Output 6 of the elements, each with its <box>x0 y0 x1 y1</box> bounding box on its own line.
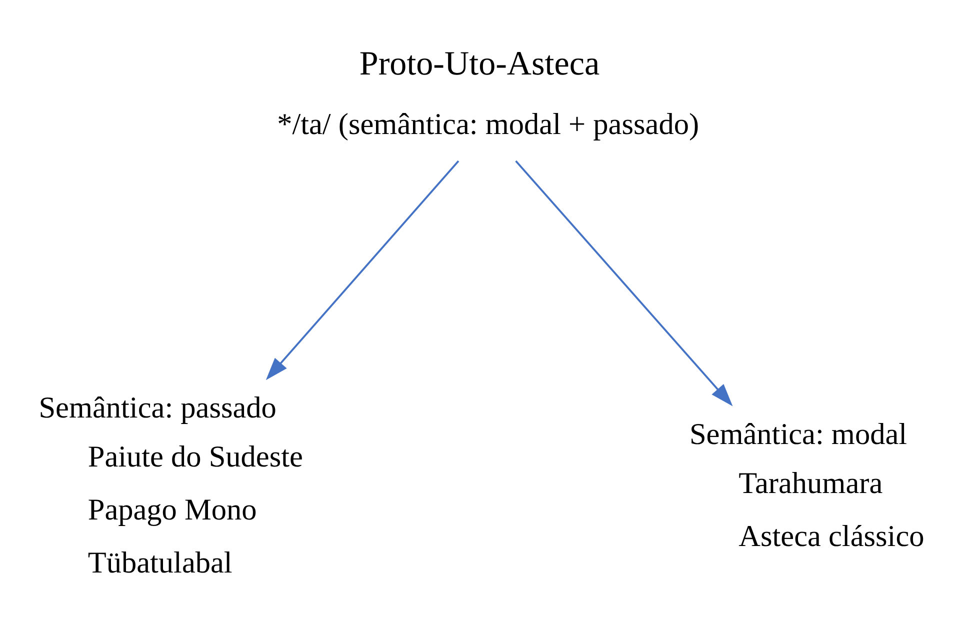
arrow <box>266 160 460 380</box>
arrow <box>515 160 733 406</box>
node-text: */ta/ (semântica: modal + passado) <box>277 106 700 141</box>
diagram-title: Proto-Uto-Asteca <box>359 45 600 82</box>
node-text: Semântica: modal Tarahumara Asteca clássico <box>689 417 924 554</box>
node-text: Semântica: passado Paiute do Sudeste Papago Mono Tübatulabal <box>38 390 303 580</box>
